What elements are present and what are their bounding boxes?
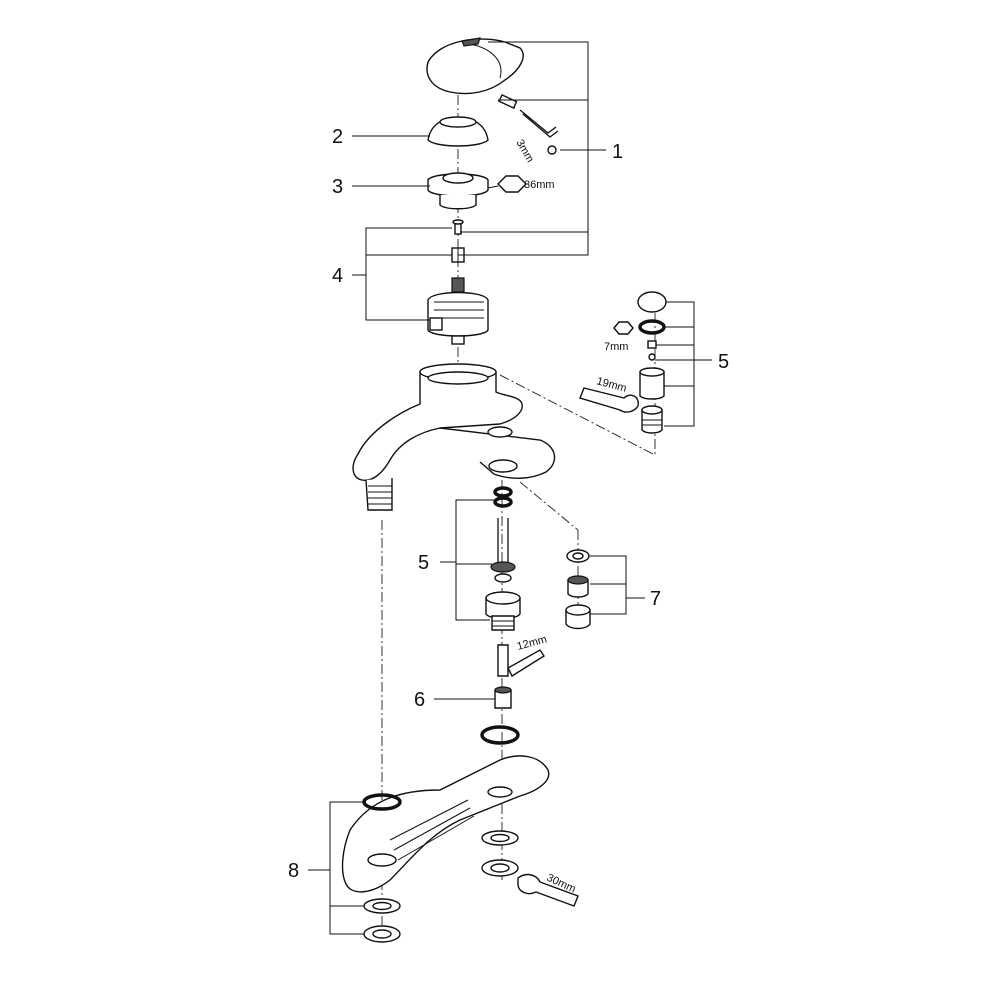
washer-center-1 — [481, 830, 519, 846]
callout-4: 4 — [332, 265, 343, 287]
cover-cap — [427, 116, 489, 147]
wrench-19mm-icon — [579, 387, 639, 413]
hex-7mm-icon — [613, 321, 634, 335]
callout-8: 8 — [288, 860, 299, 882]
diverter-kit — [637, 291, 667, 434]
callout-3: 3 — [332, 176, 343, 198]
lever-handle — [426, 37, 524, 95]
hex-36mm-icon — [487, 175, 527, 193]
mixer-body — [352, 363, 556, 511]
aerator-axis-line — [519, 481, 579, 531]
mounting-plate — [341, 755, 550, 893]
bracket-8 — [308, 801, 364, 935]
callout-7: 7 — [650, 588, 661, 610]
cartridge-nut — [427, 172, 489, 210]
cartridge — [427, 277, 489, 345]
bracket-4 — [352, 227, 452, 321]
callout-5-stem: 5 — [418, 552, 429, 574]
aerator-set — [565, 549, 591, 630]
non-return-valve — [494, 686, 512, 709]
diverter-stem — [485, 486, 521, 631]
bracket-5-right — [655, 301, 712, 427]
callout-1: 1 — [612, 141, 623, 163]
bracket-7 — [590, 555, 645, 615]
bracket-1 — [458, 41, 606, 256]
tool-size-36mm: 36mm — [524, 179, 555, 191]
wrench-30mm-icon — [517, 873, 579, 907]
washer-center-2 — [481, 859, 519, 877]
bracket-5-center — [440, 499, 495, 621]
diverter-axis-line — [499, 374, 656, 456]
callout-5-diverter: 5 — [718, 351, 729, 373]
callout-2: 2 — [332, 126, 343, 148]
tool-size-3mm: 3mm — [513, 138, 536, 165]
washer-left-2 — [363, 925, 401, 943]
set-screw-and-key — [497, 93, 559, 155]
tool-size-12mm: 12mm — [516, 633, 549, 653]
callout-6: 6 — [414, 689, 425, 711]
hex-key-12mm-icon — [497, 644, 545, 678]
tool-size-7mm: 7mm — [604, 341, 628, 353]
washer-left-1 — [363, 898, 401, 914]
o-ring-large — [480, 725, 520, 745]
